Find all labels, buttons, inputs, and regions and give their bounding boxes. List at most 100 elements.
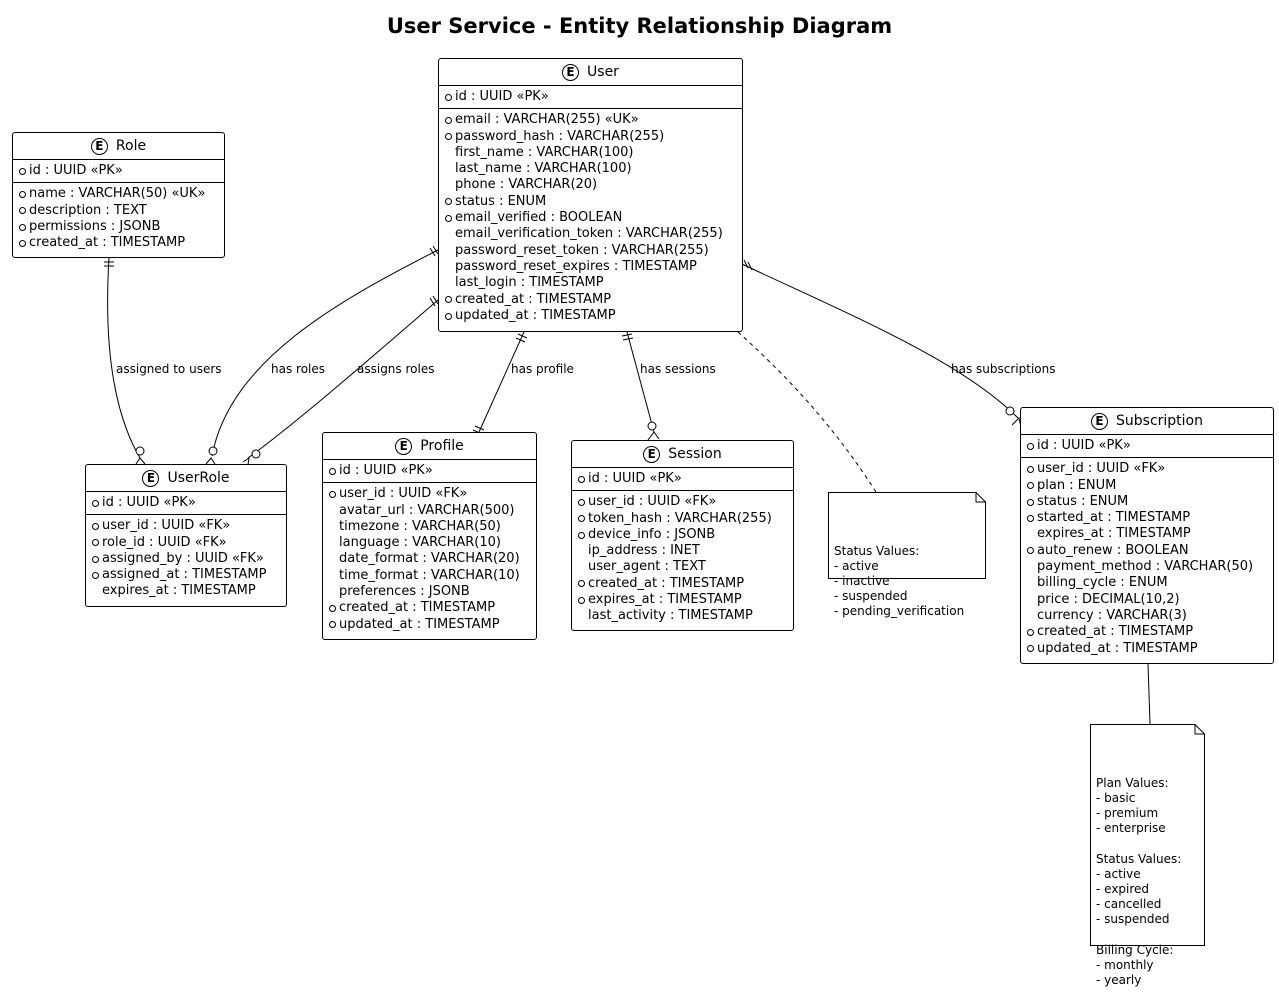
- field-row: token_hash : VARCHAR(255): [578, 511, 789, 527]
- note-anchor-subscription: [1147, 663, 1151, 725]
- field-text: created_at : TIMESTAMP: [339, 600, 496, 616]
- field-text: created_at : TIMESTAMP: [455, 291, 612, 307]
- edge-label-has-profile: has profile: [511, 362, 574, 376]
- required-marker-icon: [578, 475, 588, 483]
- field-row: user_id : UUID «FK»: [1027, 461, 1269, 477]
- entity-name: User: [587, 63, 619, 80]
- required-marker-icon: [445, 93, 455, 101]
- required-marker-icon: [1027, 645, 1037, 653]
- edge-label-has-subscriptions: has subscriptions: [951, 362, 1056, 376]
- field-row: email_verified : BOOLEAN: [445, 210, 738, 226]
- required-marker-icon: [329, 621, 339, 629]
- required-marker-icon: [19, 239, 29, 247]
- field-text: device_info : JSONB: [588, 526, 716, 542]
- field-row: updated_at : TIMESTAMP: [445, 308, 738, 324]
- entity-fields: email : VARCHAR(255) «UK»password_hash :…: [439, 109, 742, 328]
- entity-primary-key: id : UUID «PK»: [439, 86, 742, 110]
- field-row: permissions : JSONB: [19, 219, 220, 235]
- field-text: permissions : JSONB: [29, 218, 161, 234]
- field-text: user_id : UUID «FK»: [1037, 461, 1166, 477]
- edge-label-assigned-to-users: assigned to users: [116, 362, 222, 376]
- field-row: expires_at : TIMESTAMP: [1027, 526, 1269, 542]
- field-row: user_id : UUID «FK»: [92, 518, 282, 534]
- field-text: date_format : VARCHAR(20): [339, 551, 520, 567]
- field-row: role_id : UUID «FK»: [92, 535, 282, 551]
- field-text: updated_at : TIMESTAMP: [455, 307, 616, 323]
- field-text: id : UUID «PK»: [339, 463, 433, 478]
- field-row: updated_at : TIMESTAMP: [1027, 641, 1269, 657]
- required-marker-icon: [92, 499, 102, 507]
- entity-name: Session: [668, 445, 722, 462]
- field-row: billing_cycle : ENUM: [1027, 575, 1269, 591]
- note-user-status-text: Status Values: - active - inactive - sus…: [834, 543, 965, 619]
- field-text: first_name : VARCHAR(100): [455, 144, 634, 160]
- field-row: plan : ENUM: [1027, 478, 1269, 494]
- field-text: description : TEXT: [29, 202, 147, 218]
- field-text: ip_address : INET: [588, 543, 700, 559]
- field-row: last_name : VARCHAR(100): [445, 161, 738, 177]
- required-marker-icon: [92, 555, 102, 563]
- field-row: email_verification_token : VARCHAR(255): [445, 226, 738, 242]
- line-user-profile: [478, 331, 525, 433]
- field-text: email_verified : BOOLEAN: [455, 210, 623, 226]
- note-shape: [828, 492, 986, 579]
- field-text: password_reset_token : VARCHAR(255): [455, 242, 709, 258]
- field-text: currency : VARCHAR(3): [1037, 607, 1187, 623]
- field-row: avatar_url : VARCHAR(500): [329, 503, 532, 519]
- required-marker-icon: [19, 190, 29, 198]
- field-row: updated_at : TIMESTAMP: [329, 617, 532, 633]
- field-row: description : TEXT: [19, 203, 220, 219]
- field-text: last_name : VARCHAR(100): [455, 161, 632, 177]
- field-row: password_hash : VARCHAR(255): [445, 129, 738, 145]
- required-marker-icon: [445, 198, 455, 206]
- field-text: plan : ENUM: [1037, 477, 1117, 493]
- required-marker-icon: [578, 515, 588, 523]
- field-row: first_name : VARCHAR(100): [445, 145, 738, 161]
- entity-primary-key: id : UUID «PK»: [13, 160, 224, 184]
- field-text: user_id : UUID «FK»: [102, 518, 231, 534]
- field-text: last_activity : TIMESTAMP: [588, 608, 753, 624]
- field-text: status : ENUM: [455, 193, 547, 209]
- entity-primary-key: id : UUID «PK»: [323, 460, 536, 484]
- edge-label-assigns-roles: assigns roles: [357, 362, 435, 376]
- entity-name: Subscription: [1116, 412, 1203, 429]
- field-row: user_agent : TEXT: [578, 559, 789, 575]
- entity-name: Role: [115, 137, 147, 154]
- edge-label-has-roles: has roles: [271, 362, 326, 376]
- field-text: timezone : VARCHAR(50): [339, 518, 501, 534]
- field-row: ip_address : INET: [578, 543, 789, 559]
- field-text: assigned_at : TIMESTAMP: [102, 567, 267, 583]
- required-marker-icon: [329, 605, 339, 613]
- entity-primary-key: id : UUID «PK»: [572, 468, 793, 492]
- field-row: preferences : JSONB: [329, 584, 532, 600]
- line-user-session: [626, 331, 655, 433]
- field-text: user_id : UUID «FK»: [339, 486, 468, 502]
- required-marker-icon: [19, 207, 29, 215]
- field-text: created_at : TIMESTAMP: [29, 235, 186, 251]
- field-text: time_format : VARCHAR(10): [339, 567, 520, 583]
- field-text: preferences : JSONB: [339, 584, 470, 600]
- required-marker-icon: [329, 490, 339, 498]
- field-row: status : ENUM: [1027, 494, 1269, 510]
- field-text: status : ENUM: [1037, 493, 1129, 509]
- entity-icon: E: [1091, 412, 1108, 430]
- field-text: email_verification_token : VARCHAR(255): [455, 226, 723, 242]
- relationship-lines: [104, 245, 1151, 725]
- note-shape: [1090, 724, 1205, 946]
- required-marker-icon: [578, 580, 588, 588]
- required-marker-icon: [1027, 442, 1037, 450]
- line-user-userrole-roles: [211, 249, 439, 457]
- required-marker-icon: [1027, 514, 1037, 522]
- required-marker-icon: [19, 223, 29, 231]
- field-text: language : VARCHAR(10): [339, 535, 501, 551]
